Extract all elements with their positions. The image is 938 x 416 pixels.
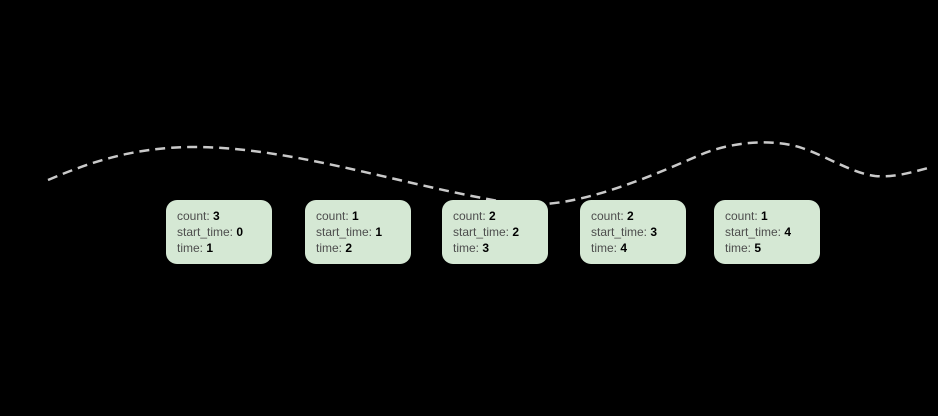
field-label: time:	[725, 241, 752, 255]
window-node-2: count: 1 start_time: 1 time: 2	[305, 200, 411, 264]
field-row: time: 4	[591, 240, 686, 256]
field-label: time:	[316, 241, 343, 255]
field-value: 3	[650, 225, 658, 239]
field-row: time: 1	[177, 240, 272, 256]
field-value: 3	[213, 209, 220, 223]
field-label: count:	[316, 209, 349, 223]
field-value: 2	[627, 209, 634, 223]
field-row: start_time: 2	[453, 224, 548, 240]
field-label: count:	[453, 209, 486, 223]
field-value: 2	[345, 241, 353, 255]
field-value: 0	[236, 225, 244, 239]
field-row: start_time: 4	[725, 224, 820, 240]
window-node-5: count: 1 start_time: 4 time: 5	[714, 200, 820, 264]
field-row: time: 3	[453, 240, 548, 256]
dashed-trend-curve	[47, 141, 929, 206]
field-label: start_time:	[453, 225, 510, 239]
field-label: count:	[725, 209, 758, 223]
field-label: start_time:	[591, 225, 648, 239]
field-value: 1	[761, 209, 768, 223]
field-value: 2	[489, 209, 496, 223]
field-value: 4	[620, 241, 628, 255]
field-label: count:	[591, 209, 624, 223]
window-node-1: count: 3 start_time: 0 time: 1	[166, 200, 272, 264]
field-label: count:	[177, 209, 210, 223]
field-value: 1	[206, 241, 214, 255]
field-label: start_time:	[316, 225, 373, 239]
field-value: 1	[375, 225, 383, 239]
field-row: start_time: 3	[591, 224, 686, 240]
window-node-3: count: 2 start_time: 2 time: 3	[442, 200, 548, 264]
field-row: count: 3	[177, 208, 272, 224]
field-row: start_time: 1	[316, 224, 411, 240]
field-label: start_time:	[177, 225, 234, 239]
field-label: time:	[453, 241, 480, 255]
field-row: count: 1	[316, 208, 411, 224]
field-row: start_time: 0	[177, 224, 272, 240]
field-label: time:	[177, 241, 204, 255]
field-row: time: 5	[725, 240, 820, 256]
field-row: count: 2	[453, 208, 548, 224]
field-value: 5	[754, 241, 762, 255]
field-value: 4	[784, 225, 792, 239]
field-label: start_time:	[725, 225, 782, 239]
field-value: 2	[512, 225, 520, 239]
field-row: count: 1	[725, 208, 820, 224]
field-row: time: 2	[316, 240, 411, 256]
window-node-4: count: 2 start_time: 3 time: 4	[580, 200, 686, 264]
field-row: count: 2	[591, 208, 686, 224]
field-value: 1	[352, 209, 359, 223]
field-value: 3	[482, 241, 490, 255]
field-label: time:	[591, 241, 618, 255]
